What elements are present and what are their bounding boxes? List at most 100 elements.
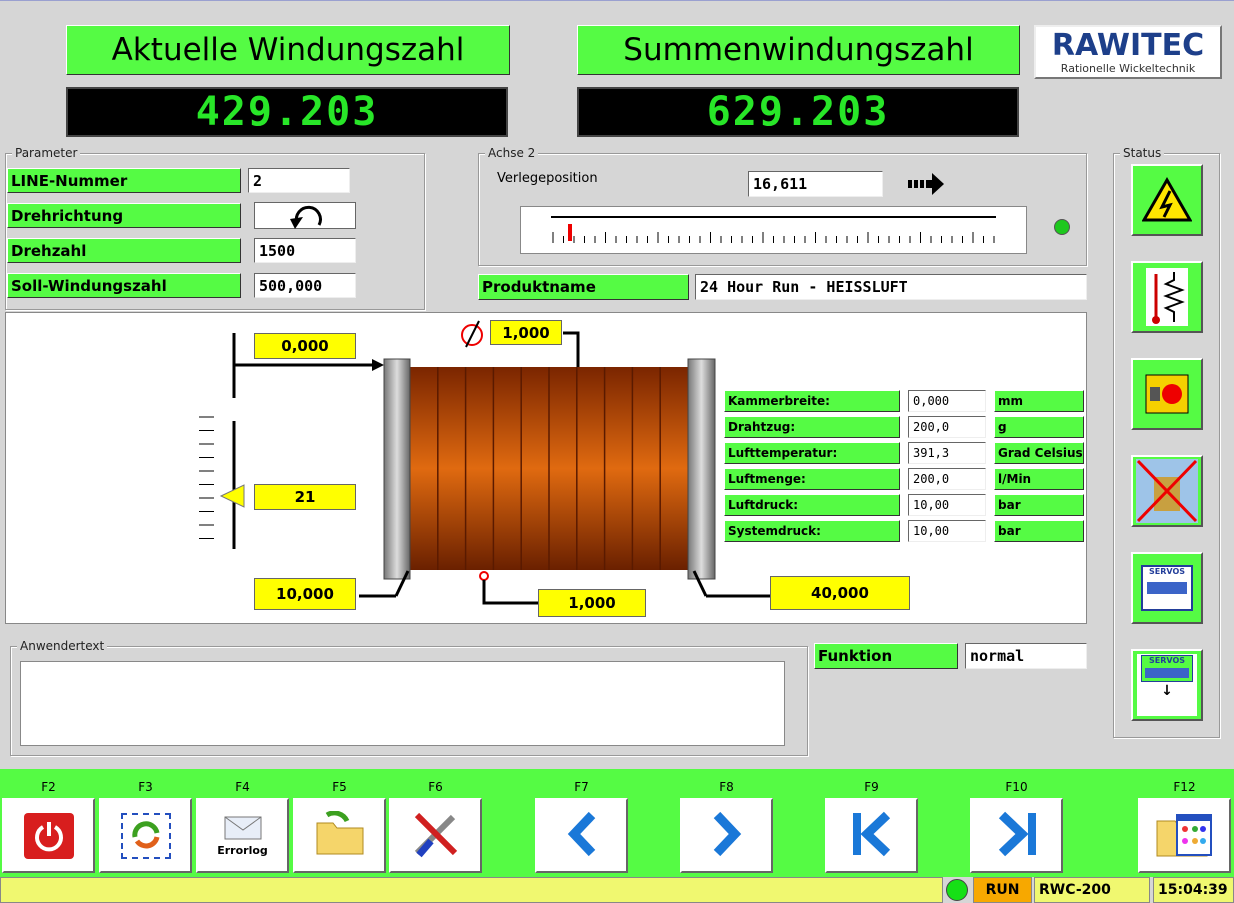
process-value[interactable]: 391,3	[908, 442, 986, 464]
fkey-f7-button[interactable]	[535, 798, 628, 873]
speed-label: Drehzahl	[7, 238, 241, 263]
title-current-windings: Aktuelle Windungszahl	[66, 25, 510, 75]
offset-value[interactable]: 0,000	[254, 333, 356, 359]
process-value[interactable]: 10,00	[908, 520, 986, 542]
group-caption: Achse 2	[485, 146, 539, 160]
process-unit: bar	[994, 520, 1084, 542]
group-caption: Parameter	[12, 146, 81, 160]
process-label: Systemdruck:	[724, 520, 900, 542]
function-input[interactable]: normal	[965, 643, 1087, 669]
fkey-f2-button[interactable]	[2, 798, 95, 873]
machine-name: RWC-200	[1034, 877, 1150, 903]
run-status-led	[946, 879, 968, 901]
windows-icon	[1155, 807, 1215, 865]
pitch-icon	[461, 320, 483, 348]
title-total-windings: Summenwindungszahl	[577, 25, 1020, 75]
high-voltage-warning-icon	[1142, 177, 1192, 222]
servos-label: SERVOS	[1149, 656, 1185, 665]
emergency-stop-icon	[1145, 374, 1189, 414]
process-label: Kammerbreite:	[724, 390, 900, 412]
process-unit: l/Min	[994, 468, 1084, 490]
line-number-input[interactable]: 2	[248, 168, 350, 193]
logo-text: RAWITEC	[1051, 28, 1205, 63]
servos-label: SERVOS	[1149, 567, 1185, 576]
prev-icon	[562, 809, 602, 863]
errorlog-label: Errorlog	[217, 843, 268, 857]
layers-value[interactable]: 21	[254, 484, 356, 510]
speed-input[interactable]: 1500	[254, 238, 356, 263]
spool-disabled-icon	[1136, 459, 1198, 523]
user-text-area[interactable]	[20, 661, 785, 746]
process-label: Drahtzug:	[724, 416, 900, 438]
high-voltage-status-button[interactable]	[1131, 164, 1203, 236]
emergency-stop-status-button[interactable]	[1131, 358, 1203, 430]
fkey-f9-button[interactable]	[825, 798, 918, 873]
fkey-f3-button[interactable]	[99, 798, 192, 873]
servo-motor-icon	[1147, 582, 1187, 594]
pitch-value[interactable]: 1,000	[490, 320, 562, 345]
fkey-f8-button[interactable]	[680, 798, 773, 873]
wire-diameter-value[interactable]: 1,000	[538, 589, 646, 617]
direction-arrow-icon	[908, 173, 944, 195]
product-name-input[interactable]: 24 Hour Run - HEISSLUFT	[695, 274, 1087, 300]
current-windings-display: 429.203	[66, 87, 508, 137]
direction-label: Drehrichtung	[7, 203, 241, 228]
fkey-label: F5	[332, 780, 347, 794]
fkey-f10-button[interactable]	[970, 798, 1063, 873]
process-label: Luftmenge:	[724, 468, 900, 490]
fkey-label: F2	[41, 780, 56, 794]
errorlog-icon: Errorlog	[217, 815, 268, 857]
servos-status-button[interactable]: SERVOS	[1131, 552, 1203, 624]
first-icon	[847, 809, 897, 863]
process-row: Luftmenge: 200,0 l/Min	[724, 468, 1086, 490]
rotate-ccw-icon	[290, 205, 322, 229]
target-windings-input[interactable]: 500,000	[254, 273, 356, 298]
heater-thermometer-icon	[1146, 268, 1188, 326]
process-value[interactable]: 10,00	[908, 494, 986, 516]
logo-subtext: Rationelle Wickeltechnik	[1060, 62, 1196, 75]
down-arrow-icon: ↓	[1161, 683, 1173, 699]
fkey-label: F4	[235, 780, 250, 794]
process-unit: g	[994, 416, 1084, 438]
product-name-label: Produktname	[478, 274, 689, 300]
parameter-group: Parameter	[5, 146, 425, 310]
rawitec-logo: RAWITEC Rationelle Wickeltechnik	[1034, 25, 1222, 79]
traverse-position-input[interactable]: 16,611	[748, 171, 883, 197]
end-position-value[interactable]: 40,000	[770, 576, 910, 610]
total-windings-display: 629.203	[577, 87, 1019, 137]
fkey-f4-button[interactable]: Errorlog	[196, 798, 289, 873]
power-icon	[23, 812, 74, 859]
fkey-f5-button[interactable]	[293, 798, 386, 873]
process-value[interactable]: 200,0	[908, 468, 986, 490]
fkey-label: F6	[428, 780, 443, 794]
spool-status-button[interactable]	[1131, 455, 1203, 527]
slider-scale	[551, 216, 996, 243]
traverse-slider[interactable]	[520, 206, 1027, 254]
user-text-group: Anwendertext	[10, 639, 808, 756]
servo-motor-icon	[1145, 668, 1189, 678]
process-value[interactable]: 200,0	[908, 416, 986, 438]
process-label: Lufttemperatur:	[724, 442, 900, 464]
slider-handle[interactable]	[568, 224, 572, 241]
process-row: Systemdruck: 10,00 bar	[724, 520, 1086, 542]
function-label: Funktion	[814, 643, 958, 669]
servos-reference-button[interactable]: SERVOS ↓	[1131, 649, 1203, 721]
folder-icon	[313, 809, 367, 861]
process-row: Drahtzug: 200,0 g	[724, 416, 1086, 438]
fkey-f12-button[interactable]	[1138, 798, 1231, 873]
process-value[interactable]: 0,000	[908, 390, 986, 412]
clock: 15:04:39	[1153, 877, 1234, 903]
line-number-label: LINE-Nummer	[7, 168, 241, 193]
temperature-status-button[interactable]	[1131, 261, 1203, 333]
start-position-value[interactable]: 10,000	[254, 578, 356, 610]
layer-pointer-icon	[219, 484, 245, 508]
coil-diagram: 0,000 1,000 21 10,000 1,000 40,000 Kamme…	[5, 312, 1087, 624]
coil-drawing	[199, 320, 771, 605]
fkey-f6-button[interactable]	[389, 798, 482, 873]
axis-status-led	[1054, 219, 1070, 235]
direction-toggle[interactable]	[254, 202, 356, 229]
